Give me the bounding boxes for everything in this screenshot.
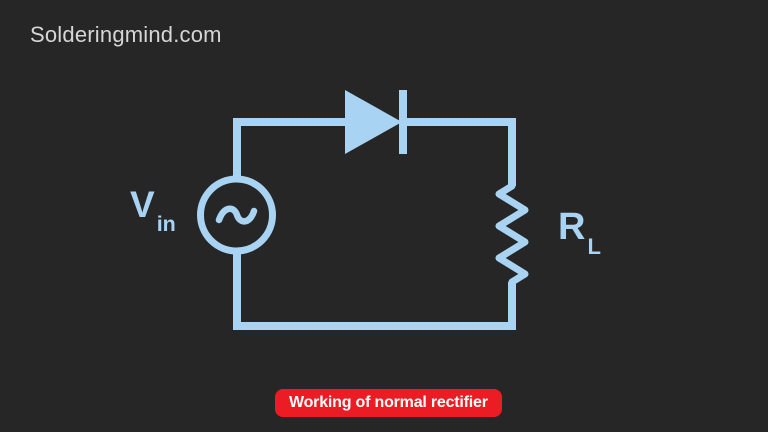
wire-top-left (233, 118, 345, 179)
caption-badge: Working of normal rectifier (275, 389, 502, 417)
source-voltage-label: Vin (130, 184, 176, 235)
diode-triangle (345, 90, 402, 154)
source-voltage-letter: V (130, 184, 155, 225)
wire-top-right (407, 118, 516, 186)
load-resistor-letter: R (558, 206, 586, 248)
load-resistor-label: RL (558, 206, 601, 257)
ac-source-symbol (197, 175, 276, 255)
wire-bottom-loop (233, 251, 516, 330)
site-credit: Solderingmind.com (30, 22, 222, 47)
resistor-zigzag (495, 182, 529, 286)
ac-sine-icon (215, 205, 258, 225)
source-voltage-subscript: in (156, 212, 176, 237)
load-resistor-subscript: L (587, 233, 601, 259)
